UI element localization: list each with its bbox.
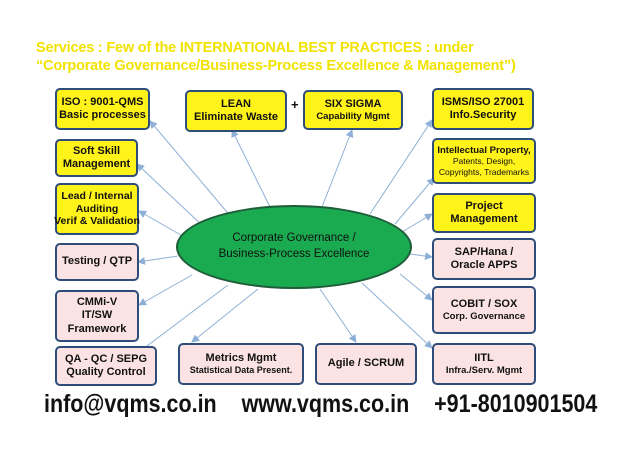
box-soft-skill: Soft Skill Management: [55, 139, 138, 177]
title-line-2: “Corporate Governance/Business-Process E…: [36, 58, 516, 74]
box-qa-qc: QA - QC / SEPG Quality Control: [55, 346, 157, 386]
contact-phone[interactable]: +91-8010901504: [434, 390, 598, 418]
box-iitl: IITL Infra./Serv. Mgmt: [432, 343, 536, 385]
center-line-1: Corporate Governance /: [232, 232, 356, 245]
box-project-management: Project Management: [432, 193, 536, 233]
arrow-to-metrics: [191, 288, 259, 343]
box-auditing: Lead / Internal Auditing Verif & Validat…: [54, 183, 140, 235]
box-agile: Agile / SCRUM: [315, 343, 417, 385]
box-lean: LEAN Eliminate Waste: [185, 90, 287, 132]
title-line-1: Services : Few of the INTERNATIONAL BEST…: [36, 40, 474, 56]
arrow-to-ip: [394, 177, 435, 225]
box-isms: ISMS/ISO 27001 Info.Security: [432, 88, 534, 130]
contact-website[interactable]: www.vqms.co.in: [241, 390, 410, 418]
contact-footer: info@vqms.co.in www.vqms.co.in +91-80109…: [44, 390, 616, 419]
box-metrics: Metrics Mgmt Statistical Data Present.: [178, 343, 304, 385]
center-line-2: Business-Process Excellence: [218, 248, 370, 260]
arrow-to-cmmi: [138, 274, 193, 306]
box-cobit: COBIT / SOX Corp. Governance: [432, 286, 536, 334]
arrow-to-sap: [409, 252, 433, 261]
plus-sign: +: [291, 97, 299, 112]
arrow-to-iso9001: [149, 120, 233, 219]
contact-email[interactable]: info@vqms.co.in: [44, 390, 217, 418]
arrow-to-testing: [137, 255, 179, 265]
arrow-to-qa: [134, 284, 229, 356]
arrow-to-cobit: [399, 273, 433, 301]
box-sap: SAP/Hana / Oracle APPS: [432, 238, 536, 280]
box-six-sigma: SIX SIGMA Capability Mgmt: [303, 90, 403, 130]
arrow-to-isms: [369, 119, 433, 215]
arrow-to-lean: [231, 129, 271, 208]
box-intellectual-property: Intellectual Property, Patents, Design, …: [432, 138, 536, 184]
box-testing: Testing / QTP: [55, 243, 139, 281]
arrow-to-project: [401, 213, 433, 233]
box-iso9001: ISO : 9001-QMS Basic processes: [55, 88, 150, 130]
arrow-to-soft-skill: [136, 163, 206, 229]
arrow-to-agile: [319, 288, 357, 343]
arrow-to-auditing: [138, 210, 187, 239]
box-cmmi: CMMi-V IT/SW Framework: [55, 290, 139, 342]
arrow-to-six-sigma: [321, 129, 354, 208]
arrow-to-iitl: [361, 282, 433, 349]
center-ellipse: Corporate Governance / Business-Process …: [176, 205, 412, 289]
